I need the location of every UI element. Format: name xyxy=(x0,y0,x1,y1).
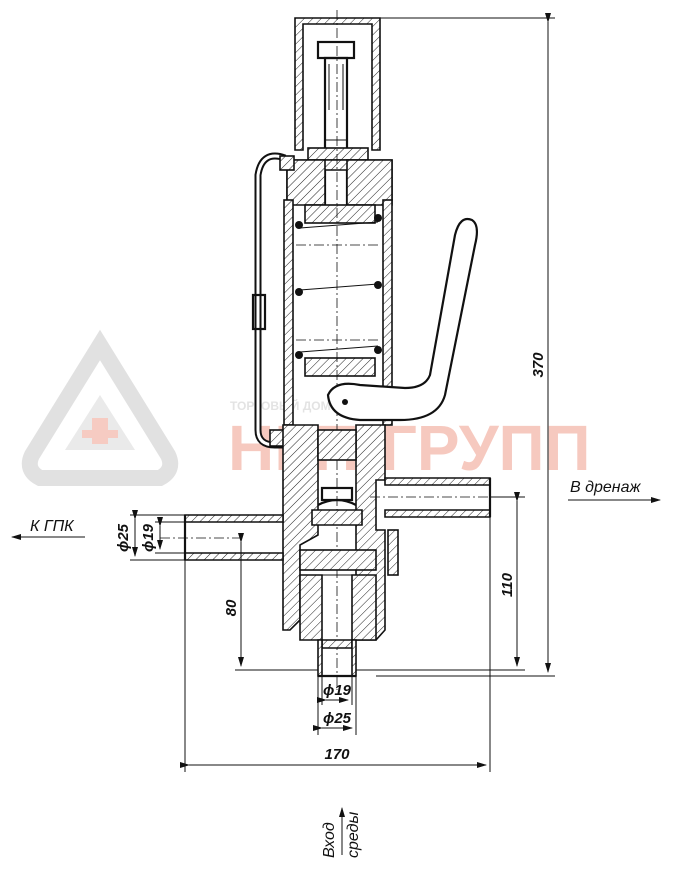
label-v-drenazh: В дренаж xyxy=(568,479,661,503)
label-vkhod: Вход xyxy=(321,822,338,858)
dimension-170: 170 xyxy=(180,517,491,772)
adjusting-nut xyxy=(316,40,356,60)
dim-110: 110 xyxy=(499,572,516,597)
spindle xyxy=(323,56,349,212)
test-lever xyxy=(326,217,479,422)
dim-370: 370 xyxy=(530,352,547,378)
label-k-gpk: К ГПК xyxy=(11,518,85,540)
lower-spring-plate xyxy=(304,357,376,377)
valve-body xyxy=(282,424,399,678)
dim-d19-left: ϕ19 xyxy=(140,523,157,552)
valve-disc xyxy=(311,509,363,526)
nozzle-ring xyxy=(299,549,377,571)
upper-spring-plate xyxy=(304,204,376,224)
label-sredy: среды xyxy=(345,812,362,858)
valve-cap xyxy=(294,17,381,212)
watermark-logo-icon xyxy=(21,329,179,486)
spring-housing xyxy=(283,10,393,690)
dim-d19-bottom: ϕ19 xyxy=(323,682,352,699)
dim-80: 80 xyxy=(223,599,240,616)
label-k-gpk-text: К ГПК xyxy=(30,518,75,535)
dimension-370: 370 xyxy=(375,13,555,677)
right-drain-pipe xyxy=(370,477,500,518)
watermark-small: ТОРГОВЫЙ ДОМ xyxy=(230,398,331,413)
label-v-drenazh-text: В дренаж xyxy=(570,479,641,496)
dimension-110: 110 xyxy=(356,492,525,671)
dimension-bottom-diameters: ϕ19 ϕ25 xyxy=(313,676,357,735)
dimension-80: 80 xyxy=(223,533,318,671)
dimension-left-diameters: ϕ25 ϕ19 xyxy=(115,510,185,561)
spring xyxy=(295,214,382,359)
label-inlet: Вход среды xyxy=(321,807,362,858)
dim-170: 170 xyxy=(324,746,350,763)
dim-d25-left: ϕ25 xyxy=(115,523,132,552)
dim-d25-bottom: ϕ25 xyxy=(323,710,352,727)
